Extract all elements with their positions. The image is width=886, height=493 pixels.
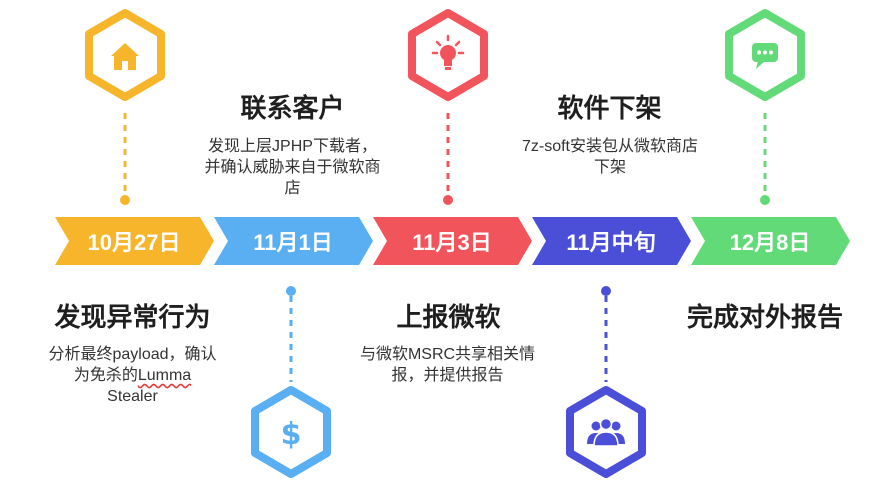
- event-title-1: 发现异常行为: [54, 302, 211, 332]
- event-title-5: 完成对外报告: [686, 302, 843, 332]
- date-label-4: 11月中旬: [566, 230, 655, 255]
- lightbulb-icon: [431, 34, 465, 70]
- event-desc-1-line2: 为免杀的Lumma: [20, 365, 245, 386]
- users-icon-badge: [566, 386, 646, 478]
- spellcheck-word: Lumma: [137, 367, 192, 384]
- event-desc-3-line1: 与微软MSRC共享相关情: [359, 346, 536, 363]
- event-desc-3-line2: 报，并提供报告: [391, 367, 504, 384]
- dollar-icon: $: [281, 417, 302, 452]
- chat-icon-badge: [725, 9, 805, 101]
- event-desc-4-line2: 下架: [593, 159, 626, 176]
- event-desc-3: 与微软MSRC共享相关情 报，并提供报告: [335, 344, 560, 386]
- event-desc-2-line2: 并确认威胁来自于微软商: [204, 159, 381, 176]
- event-desc-1-line1: 分析最终payload，确认: [48, 346, 217, 363]
- lightbulb-icon-badge: [408, 9, 488, 101]
- date-segment-3: [373, 217, 532, 265]
- date-segment-5: [691, 217, 850, 265]
- home-icon: [111, 43, 139, 70]
- timeline-bar: [55, 217, 850, 265]
- event-desc-2: 发现上层JPHP下载者， 并确认威胁来自于微软商 店: [180, 136, 405, 199]
- event-desc-1-line2-prefix: 为免杀的: [73, 367, 138, 384]
- event-title-4: 软件下架: [557, 93, 662, 123]
- connector-5: [760, 113, 770, 205]
- connector-2: [286, 286, 296, 382]
- connector-4: [601, 286, 611, 382]
- connector-3: [443, 113, 453, 205]
- date-segment-2: [214, 217, 373, 265]
- date-label-1: 10月27日: [88, 230, 181, 255]
- event-desc-2-line1: 发现上层JPHP下载者，: [208, 138, 377, 155]
- dollar-icon-badge: $: [251, 386, 331, 478]
- chat-icon: [752, 43, 778, 69]
- home-icon-badge: [85, 9, 165, 101]
- event-desc-1: 分析最终payload，确认 为免杀的Lumma Stealer: [20, 344, 245, 407]
- connector-1: [120, 113, 130, 205]
- date-label-3: 11月3日: [412, 230, 492, 255]
- date-segment-1: [55, 217, 214, 265]
- date-label-2: 11月1日: [253, 230, 333, 255]
- event-desc-2-line3: 店: [284, 180, 301, 197]
- date-segment-4: [532, 217, 691, 265]
- users-icon: [587, 417, 625, 447]
- event-desc-4: 7z-soft安装包从微软商店 下架: [490, 136, 730, 178]
- event-desc-1-line3: Stealer: [107, 388, 158, 405]
- event-title-2: 联系客户: [240, 93, 345, 123]
- event-title-3: 上报微软: [396, 302, 501, 332]
- date-label-5: 12月8日: [730, 230, 811, 255]
- event-desc-4-line1: 7z-soft安装包从微软商店: [521, 138, 699, 155]
